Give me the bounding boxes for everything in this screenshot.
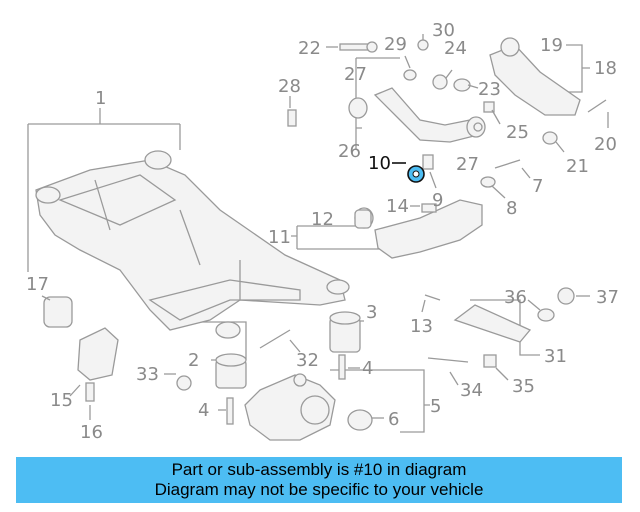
leader-8 (491, 185, 506, 199)
bolt-4a (226, 397, 234, 425)
bolt-16 (85, 382, 95, 402)
nut-37 (557, 287, 575, 305)
callout-11: 11 (268, 227, 291, 248)
callout-33: 33 (136, 364, 159, 385)
callout-32: 32 (296, 350, 319, 371)
leader-9 (429, 171, 437, 189)
callout-28: 28 (278, 76, 301, 97)
callout-18: 18 (594, 58, 617, 79)
bracket-5 (330, 369, 430, 433)
callout-4b: 4 (362, 358, 373, 379)
washer-8 (480, 176, 496, 188)
callout-6: 6 (388, 409, 399, 430)
callout-2: 2 (188, 350, 199, 371)
callout-29: 29 (384, 34, 407, 55)
callout-8: 8 (506, 198, 517, 219)
callout-7: 7 (532, 176, 543, 197)
callout-4a: 4 (198, 400, 209, 421)
bracket-1 (27, 108, 181, 272)
callout-17: 17 (26, 274, 49, 295)
callout-1: 1 (95, 88, 106, 109)
bolt-14 (421, 203, 437, 213)
callout-16: 16 (80, 422, 103, 443)
callout-20: 20 (594, 134, 617, 155)
bushing-12 (354, 209, 372, 229)
bolt-13 (424, 294, 441, 301)
leader-15 (69, 384, 81, 397)
washer-21 (542, 131, 558, 145)
callout-5: 5 (430, 396, 441, 417)
callout-30: 30 (432, 20, 455, 41)
lower-control-arm (489, 37, 581, 116)
bolt-34 (427, 357, 469, 363)
callout-3: 3 (366, 302, 377, 323)
bolt-4b (338, 354, 346, 380)
banner-line-2: Diagram may not be specific to your vehi… (154, 480, 484, 499)
bushing-6 (347, 409, 373, 431)
callout-27b: 27 (456, 154, 479, 175)
callout-26: 26 (338, 141, 361, 162)
info-banner: Part or sub-assembly is #10 in diagram D… (16, 457, 622, 503)
callout-31: 31 (544, 346, 567, 367)
bolt-22 (339, 41, 378, 53)
washer-36 (537, 308, 555, 322)
rear-knuckle (244, 373, 336, 441)
nut-33 (176, 375, 192, 391)
callout-27a: 27 (344, 64, 367, 85)
bracket-35 (483, 354, 497, 368)
leader-29 (404, 55, 411, 69)
bushing-17 (43, 296, 73, 328)
nut-24 (432, 74, 448, 90)
bolt-20 (587, 99, 607, 113)
bracket-9 (422, 154, 434, 170)
callout-23: 23 (478, 79, 501, 100)
bushing-2 (215, 353, 247, 389)
toe-link (453, 304, 532, 343)
callout-35: 35 (512, 376, 535, 397)
leader-24 (445, 69, 453, 79)
leader-23 (467, 84, 479, 89)
bracket-11 (291, 225, 385, 250)
callout-25: 25 (506, 122, 529, 143)
leader-36 (527, 299, 541, 311)
bushing-3 (329, 311, 361, 353)
nut-30 (417, 39, 429, 51)
leader-32 (289, 339, 301, 353)
leader-35 (495, 367, 509, 381)
washer-29 (403, 69, 417, 81)
bracket-26 (355, 57, 400, 150)
bolt-7 (494, 159, 521, 169)
washer-23 (453, 78, 471, 92)
leader-34 (449, 371, 459, 386)
leader-17 (41, 295, 51, 301)
upper-control-arm (348, 87, 486, 143)
mount-15 (77, 327, 119, 381)
callout-13: 13 (410, 316, 433, 337)
callout-36: 36 (504, 287, 527, 308)
nut-27b (473, 122, 483, 132)
callout-9: 9 (432, 190, 443, 211)
callout-24: 24 (444, 38, 467, 59)
leader-7 (521, 167, 531, 179)
callout-15: 15 (50, 390, 73, 411)
callout-14: 14 (386, 196, 409, 217)
callout-12: 12 (311, 209, 334, 230)
leader-13 (421, 299, 426, 313)
callout-34: 34 (460, 380, 483, 401)
callout-37: 37 (596, 287, 619, 308)
banner-line-1: Part or sub-assembly is #10 in diagram (171, 460, 467, 479)
highlighted-nut-10 (407, 165, 425, 183)
callout-10: 10 (368, 153, 391, 174)
callout-22: 22 (298, 38, 321, 59)
bracket-25 (483, 101, 495, 113)
parts-diagram: 1 2 3 4 4 5 6 7 8 9 10 11 12 13 14 15 16… (26, 20, 619, 443)
rear-subframe (35, 150, 350, 339)
callout-19: 19 (540, 35, 563, 56)
bracket-18 (566, 44, 590, 93)
bolt-32 (259, 329, 291, 349)
callout-21: 21 (566, 156, 589, 177)
leader-25 (491, 109, 501, 125)
leader-21 (555, 141, 565, 153)
bolt-28 (287, 109, 297, 127)
